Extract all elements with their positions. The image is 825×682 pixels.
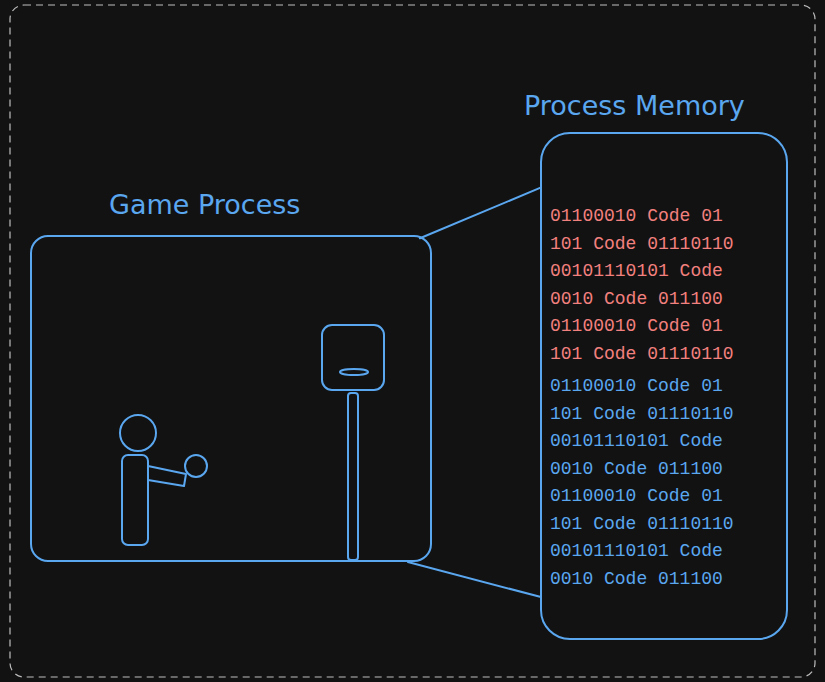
hoop-pole [348, 393, 358, 560]
zoom-connector [420, 188, 540, 238]
zoom-connector [408, 562, 540, 597]
player-figure [120, 415, 207, 545]
memory-code-text: 01100010 Code 01 101 Code 01110110 00101… [550, 373, 738, 593]
player-arm [148, 466, 186, 486]
player-head [120, 415, 156, 451]
box-heading: Game Process [109, 188, 409, 222]
memory-code-text: 01100010 Code 01 101 Code 01110110 00101… [550, 203, 738, 368]
backboard [322, 325, 384, 390]
basketball-hoop [322, 325, 384, 560]
player-body [122, 455, 148, 545]
edge-layer [408, 188, 540, 597]
box-heading: Process Memory [524, 89, 824, 123]
hoop-rim [340, 369, 368, 375]
process-box: Game Process [30, 235, 432, 562]
ball [185, 455, 207, 477]
memory-box: Process Memory01100010 Code 01 101 Code … [540, 132, 788, 640]
